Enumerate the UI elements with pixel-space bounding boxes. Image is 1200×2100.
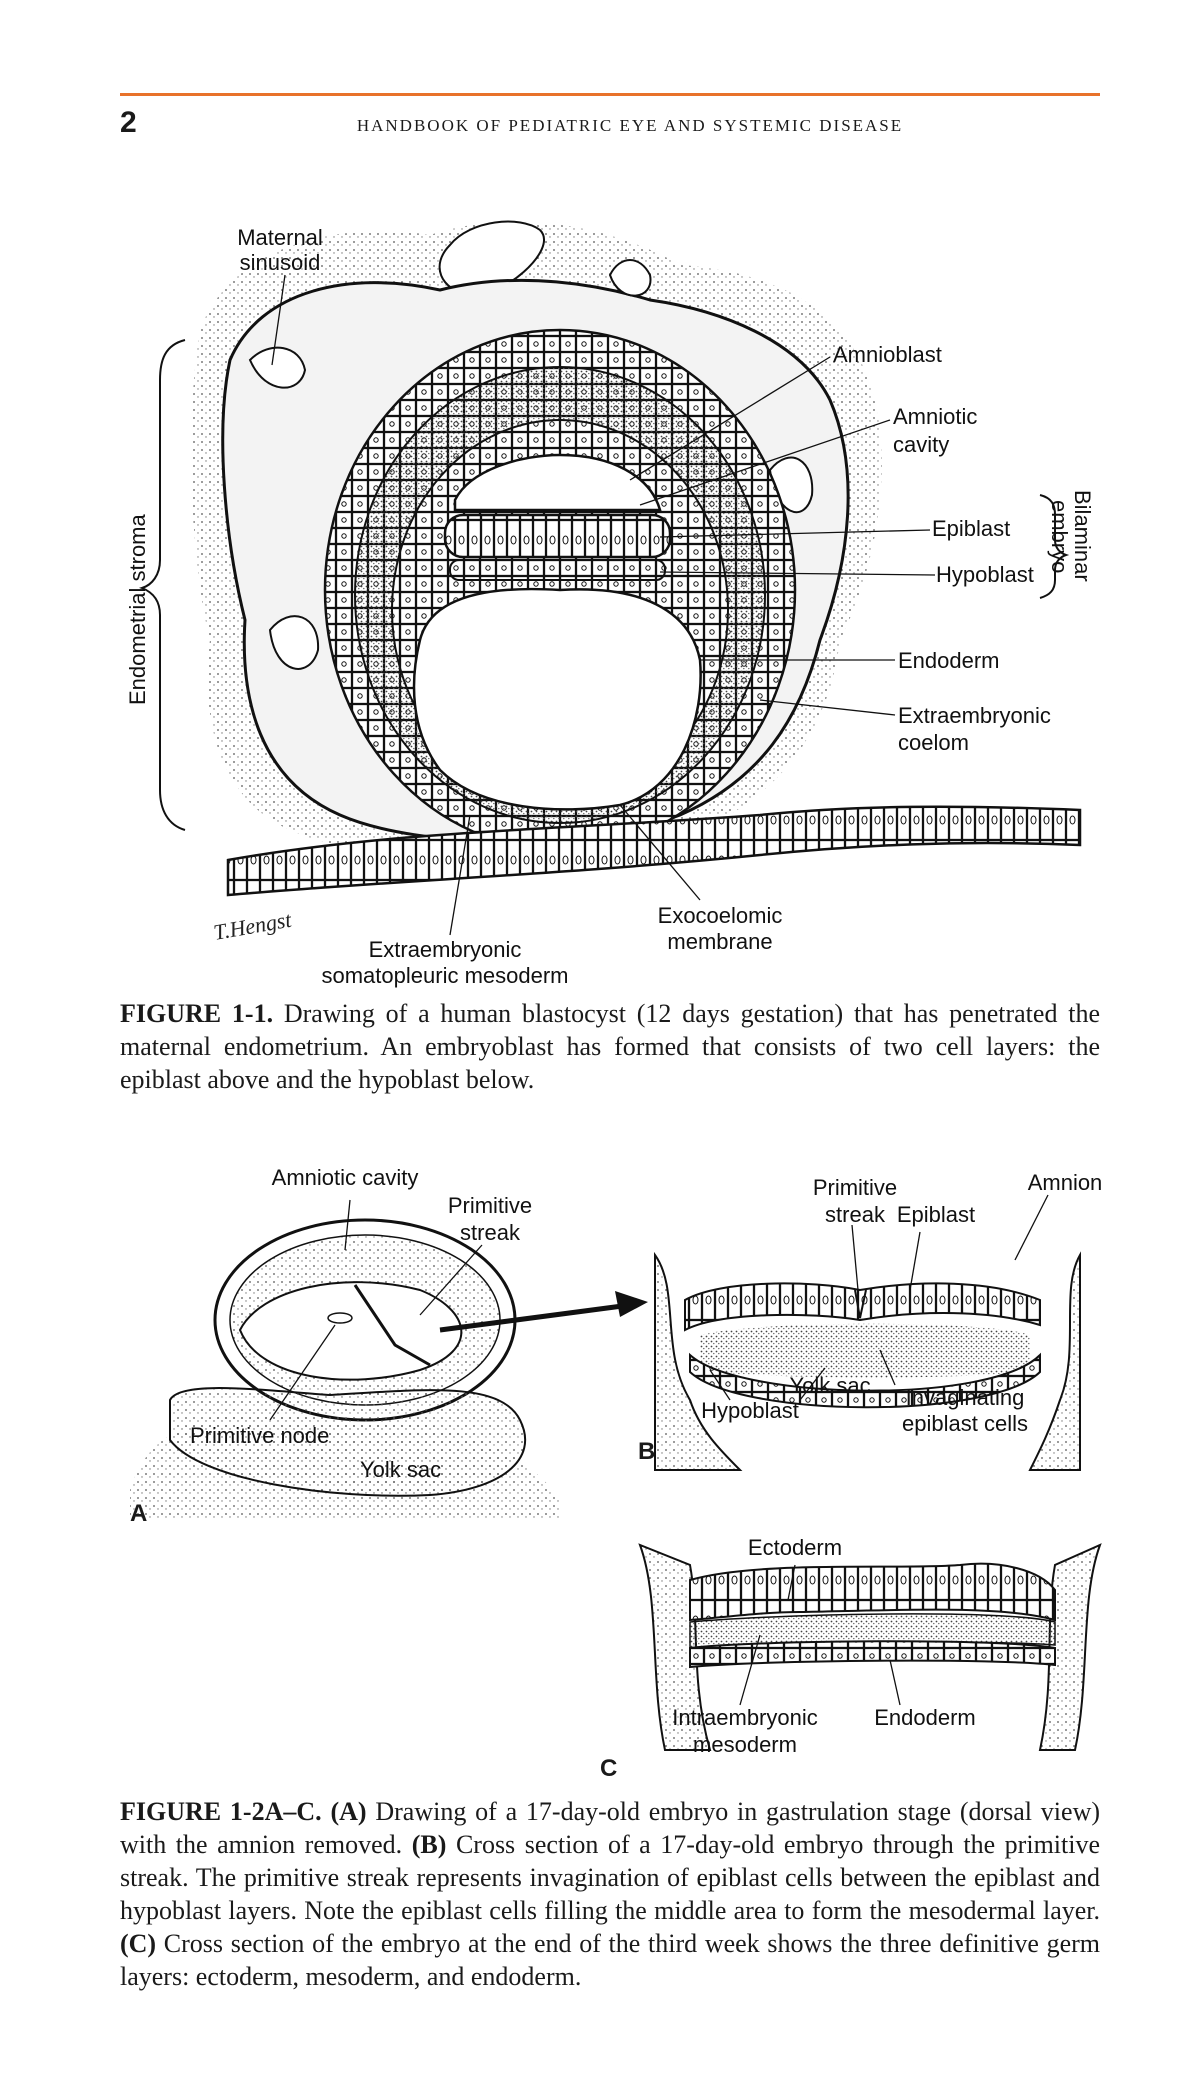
label-a-primitive-streak-2: streak <box>460 1220 521 1245</box>
label-extraembryonic-coelom-1: Extraembryonic <box>898 703 1051 728</box>
caption-c-label: (C) <box>120 1929 156 1958</box>
label-b-yolk-sac: Yolk sac <box>789 1373 870 1398</box>
figure-1-1-blastocyst <box>191 222 1080 895</box>
label-c-endoderm: Endoderm <box>874 1705 976 1730</box>
label-epiblast: Epiblast <box>932 516 1010 541</box>
figure-1-2-caption: FIGURE 1-2A–C. (A) Drawing of a 17-day-o… <box>120 1795 1100 1993</box>
label-amnioblast: Amnioblast <box>833 342 942 367</box>
label-b-invaginating-2: epiblast cells <box>902 1411 1028 1436</box>
hypoblast-layer <box>450 560 665 580</box>
panel-letter-c: C <box>600 1755 617 1783</box>
label-exocoelomic-1: Exocoelomic <box>658 903 783 928</box>
label-extraembryonic-coelom-2: coelom <box>898 730 969 755</box>
caption-a-label: (A) <box>330 1797 366 1826</box>
label-a-amniotic-cavity: Amniotic cavity <box>272 1165 419 1190</box>
label-bilaminar-1: Bilaminar <box>1070 490 1095 582</box>
label-bilaminar-2: embryo <box>1047 500 1072 573</box>
label-endometrial-stroma: Endometrial stroma <box>125 513 150 705</box>
panel-letter-a: A <box>130 1500 147 1528</box>
label-hypoblast: Hypoblast <box>936 562 1034 587</box>
figure-1-2b-cross-section <box>655 1255 1080 1470</box>
label-c-intraembryonic-2: mesoderm <box>693 1732 797 1757</box>
figure-1-2-caption-label: FIGURE 1-2A–C. <box>120 1797 322 1826</box>
figure-1-1-caption-label: FIGURE 1-1. <box>120 999 273 1028</box>
label-maternal-sinusoid-1: Maternal <box>237 225 323 250</box>
label-b-primitive-streak-1: Primitive <box>813 1175 897 1200</box>
label-maternal-sinusoid-2: sinusoid <box>240 250 321 275</box>
label-c-ectoderm: Ectoderm <box>748 1535 842 1560</box>
label-b-invaginating-1: Invaginating <box>906 1385 1025 1410</box>
label-a-primitive-streak-1: Primitive <box>448 1193 532 1218</box>
label-exocoelomic-2: membrane <box>667 929 772 954</box>
primary-yolk-cavity <box>414 589 701 809</box>
label-b-epiblast: Epiblast <box>897 1202 975 1227</box>
figure-1-1-caption: FIGURE 1-1. Drawing of a human blastocys… <box>120 997 1100 1096</box>
epiblast-layer <box>445 515 670 557</box>
artist-signature: T.Hengst <box>212 907 294 945</box>
label-amniotic-cavity-2: cavity <box>893 432 949 457</box>
panel-letter-b: B <box>638 1438 655 1466</box>
label-b-amnion: Amnion <box>1028 1170 1103 1195</box>
caption-b-label: (B) <box>412 1830 447 1859</box>
label-b-hypoblast: Hypoblast <box>701 1398 799 1423</box>
c-ectoderm <box>690 1564 1055 1620</box>
label-b-primitive-streak-2: streak <box>825 1202 886 1227</box>
label-a-yolk-sac: Yolk sac <box>360 1457 441 1482</box>
label-amniotic-cavity-1: Amniotic <box>893 404 977 429</box>
c-endoderm <box>690 1641 1055 1667</box>
label-a-primitive-node: Primitive node <box>190 1423 329 1448</box>
label-somatopleuric-2: somatopleuric mesoderm <box>322 963 569 988</box>
label-c-intraembryonic-1: Intraembryonic <box>672 1705 818 1730</box>
label-somatopleuric-1: Extraembryonic <box>369 937 522 962</box>
b-mesoderm-area <box>700 1324 1030 1378</box>
caption-c-text: Cross section of the embryo at the end o… <box>120 1929 1100 1991</box>
label-endoderm: Endoderm <box>898 648 1000 673</box>
